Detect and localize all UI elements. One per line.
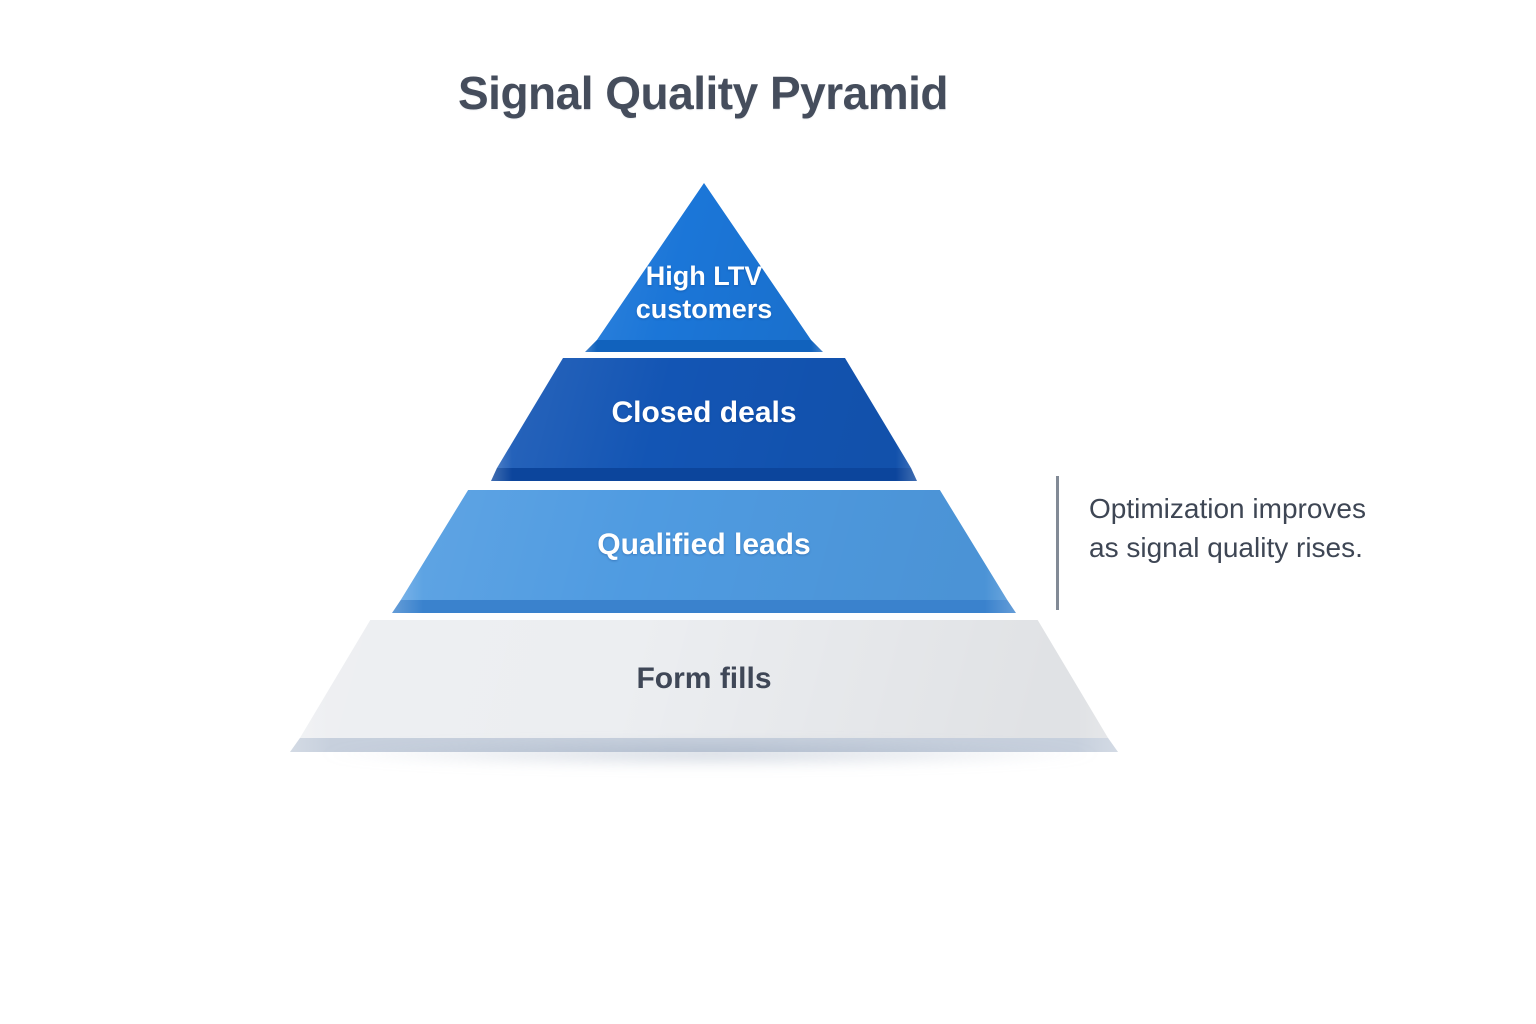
pyramid-ground-shadow (300, 740, 1120, 768)
pyramid-layer-closed-deals: Closed deals (491, 358, 917, 481)
pyramid-layer-form-fills: Form fills (290, 620, 1118, 752)
pyramid-layer-high-ltv-customers: High LTV customers (585, 183, 823, 352)
diagram-title: Signal Quality Pyramid (457, 67, 949, 119)
annotation-text: Optimization improves as signal quality … (1089, 493, 1366, 563)
layer-label-form-fills: Form fills (636, 661, 772, 695)
layer-label-high-ltv-customers: High LTV customers (635, 261, 773, 325)
layer-label-qualified-leads: Qualified leads (597, 527, 811, 561)
annotation-note: Optimization improves as signal quality … (1056, 476, 1386, 610)
pyramid-layer-qualified-leads: Qualified leads (392, 490, 1016, 613)
layer-label-closed-deals: Closed deals (611, 395, 797, 429)
